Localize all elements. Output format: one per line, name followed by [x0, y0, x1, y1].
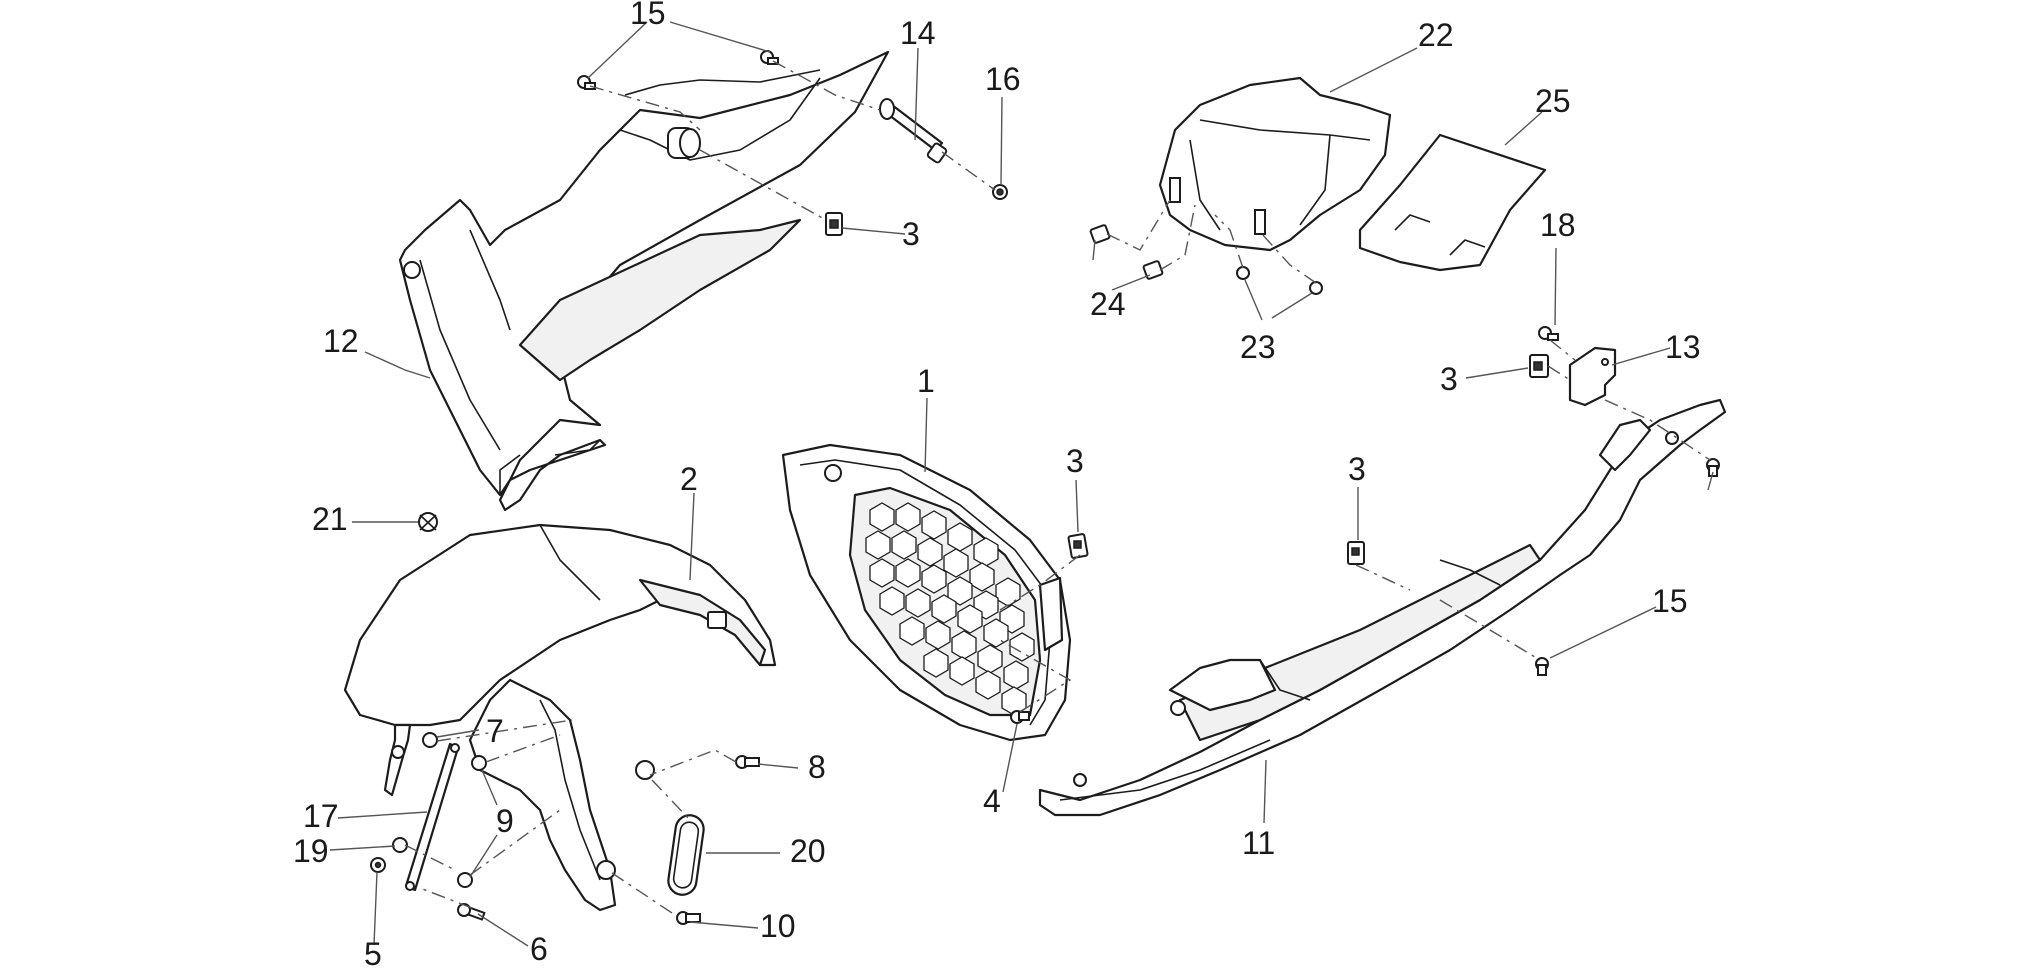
part-6-bolt — [457, 903, 486, 921]
callout-15-top: 15 — [630, 0, 666, 31]
part-3-clip-c — [1067, 533, 1089, 559]
callout-1: 1 — [917, 363, 935, 399]
part-22-cover — [1158, 76, 1392, 252]
part-1-grille-panel — [781, 443, 1072, 742]
callout-5: 5 — [364, 936, 382, 969]
callout-14: 14 — [900, 15, 936, 51]
part-10-screw — [676, 911, 701, 925]
part-25-sheet — [1358, 133, 1547, 272]
callout-7: 7 — [486, 713, 504, 749]
leader-lines — [329, 21, 1714, 947]
part-17-stay — [404, 742, 460, 892]
part-9-spacers — [457, 755, 487, 888]
callout-12: 12 — [323, 323, 359, 359]
callout-labels: 15 14 16 3 12 22 25 18 24 23 13 3 1 3 3 … — [293, 0, 1701, 972]
callout-6: 6 — [530, 931, 548, 967]
part-15-screws-right — [1535, 458, 1720, 676]
callout-13: 13 — [1665, 329, 1701, 365]
callout-19: 19 — [293, 833, 329, 869]
assembly-lines — [404, 60, 1711, 916]
part-16-nut — [992, 184, 1008, 200]
callout-3-grille: 3 — [1066, 443, 1084, 479]
callout-20: 20 — [790, 833, 826, 869]
part-14-pin — [879, 98, 948, 164]
callout-4: 4 — [983, 783, 1001, 819]
hex-grid — [865, 502, 1035, 716]
part-18-screw — [1538, 326, 1559, 341]
callout-22: 22 — [1418, 17, 1454, 53]
part-7-washer — [422, 732, 438, 748]
part-3-clip-a — [825, 212, 843, 236]
callout-11: 11 — [1242, 825, 1275, 861]
part-24-clips — [1089, 224, 1164, 280]
callout-10: 10 — [760, 908, 796, 944]
callout-23: 23 — [1240, 329, 1276, 365]
callout-16: 16 — [985, 61, 1021, 97]
callout-15-right: 15 — [1652, 583, 1688, 619]
part-4-screw — [1010, 710, 1030, 724]
part-19-washer — [392, 837, 408, 853]
part-8-screw — [735, 755, 760, 769]
callout-24: 24 — [1090, 286, 1126, 322]
callout-3-lower: 3 — [1348, 451, 1366, 487]
part-11-lower-side-panel — [1038, 398, 1727, 817]
part-21-clip — [418, 512, 438, 532]
part-2-front-mudguard — [343, 523, 777, 912]
callout-18: 18 — [1540, 207, 1576, 243]
callout-3-top: 3 — [902, 216, 920, 252]
callout-2: 2 — [680, 461, 698, 497]
part-3-clip-b — [1529, 354, 1549, 378]
callout-21: 21 — [312, 501, 348, 537]
part-12-front-inner-shield — [398, 50, 890, 512]
callout-17: 17 — [303, 798, 339, 834]
part-13-bracket — [1568, 346, 1617, 407]
part-3-clip-d — [1347, 541, 1365, 565]
part-23-screws — [1236, 266, 1323, 295]
callout-8: 8 — [808, 749, 826, 785]
callout-25: 25 — [1535, 83, 1571, 119]
part-5-nut — [370, 857, 386, 873]
callout-9: 9 — [496, 803, 514, 839]
callout-3-bracket: 3 — [1440, 361, 1458, 397]
part-20-reflector — [667, 814, 705, 896]
